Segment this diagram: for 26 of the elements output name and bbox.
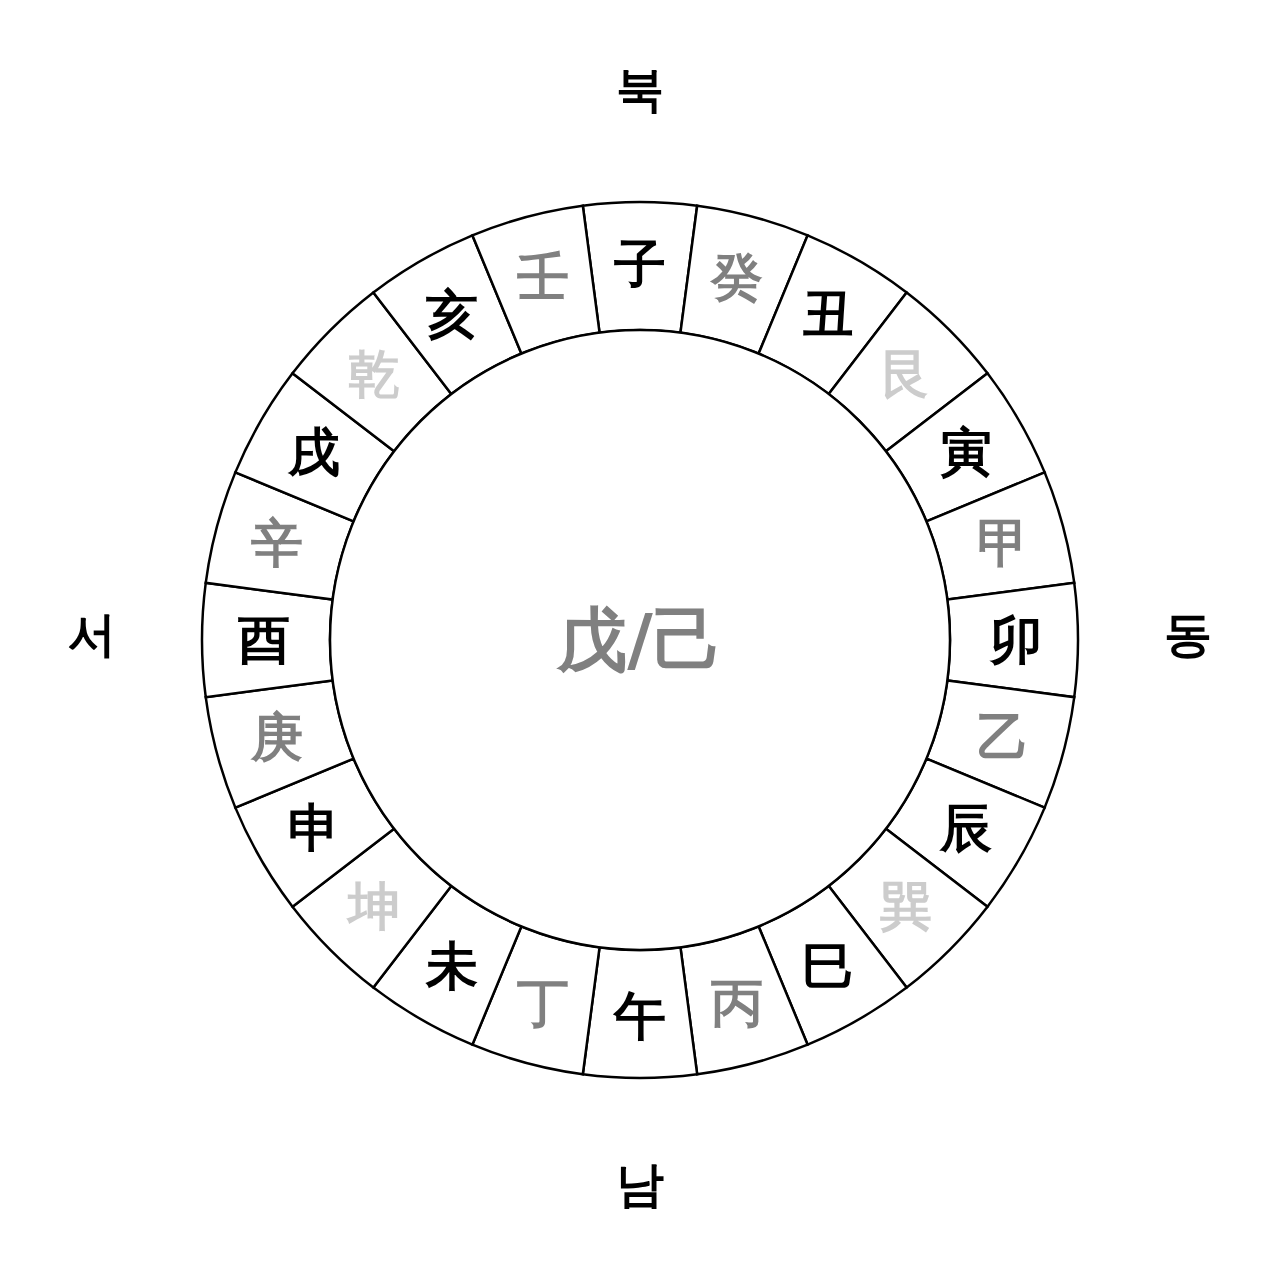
direction-label: 서 (68, 605, 116, 664)
glyph-label: 子 (614, 234, 666, 294)
glyph-label: 午 (614, 986, 666, 1046)
glyph-label: 辛 (250, 512, 303, 573)
direction-label: 북 (616, 60, 664, 119)
glyph-label: 辰 (939, 798, 992, 858)
glyph-label: 丁 (516, 973, 569, 1034)
glyph-label: 未 (426, 935, 478, 996)
glyph-label: 乙 (977, 707, 1030, 768)
glyph-label: 癸 (711, 246, 764, 307)
glyph-label: 卯 (990, 610, 1042, 670)
glyph-label: 寅 (939, 422, 992, 482)
glyph-label: 申 (288, 798, 341, 858)
glyph-label: 甲 (977, 512, 1030, 573)
glyph-label: 丙 (711, 973, 764, 1034)
glyph-label: 亥 (426, 284, 478, 345)
glyph-label: 酉 (238, 610, 290, 670)
glyph-label: 巳 (802, 935, 854, 996)
direction-label: 동 (1164, 605, 1212, 664)
glyph-label: 丑 (802, 284, 854, 345)
glyph-label: 壬 (516, 246, 569, 307)
direction-label: 남 (616, 1155, 664, 1214)
center-label: 戊/己 (557, 599, 723, 681)
ring-segment (581, 946, 699, 1080)
glyph-label: 庚 (250, 707, 303, 768)
glyph-label: 戌 (288, 422, 341, 482)
